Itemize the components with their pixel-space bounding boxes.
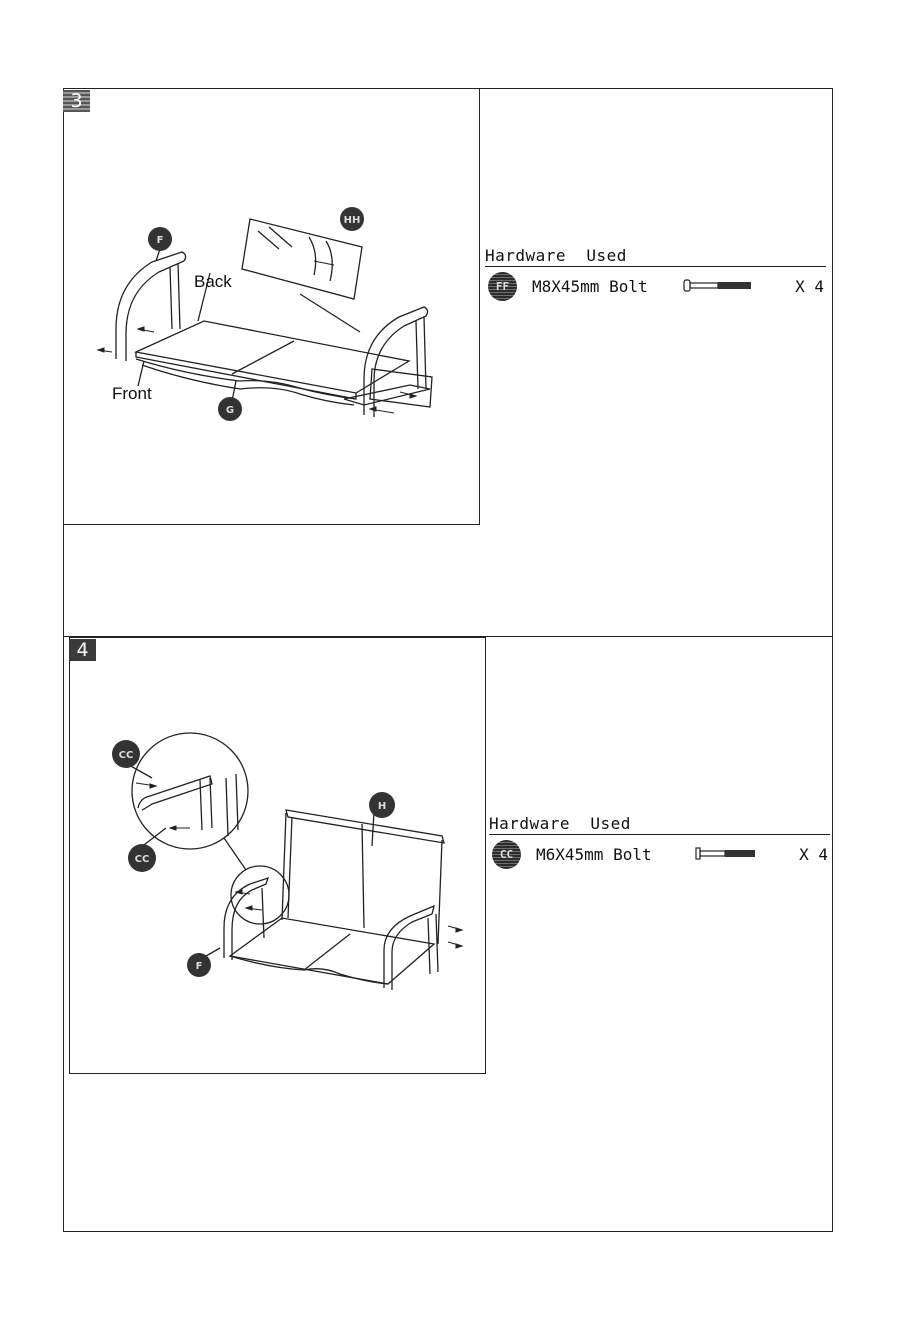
- svg-text:F: F: [157, 235, 164, 246]
- hardware-cc-icon: CC: [492, 840, 521, 869]
- hardware-ff-icon: FF: [488, 272, 517, 301]
- step-4-number: 4: [69, 639, 96, 661]
- callout-cc-top: CC: [112, 740, 140, 768]
- step-4-assembly-drawing: CC CC H F: [70, 638, 487, 1075]
- step-3-number: 3: [63, 90, 90, 112]
- callout-h: H: [369, 792, 395, 818]
- callout-f: F: [148, 227, 172, 251]
- svg-text:H: H: [378, 801, 386, 812]
- svg-text:G: G: [226, 405, 234, 416]
- callout-f: F: [187, 953, 211, 977]
- bolt-icon: [695, 847, 757, 861]
- step-4-diagram: CC CC H F: [69, 637, 486, 1074]
- back-label: Back: [194, 272, 232, 291]
- hardware-used-title: Hardware Used: [489, 814, 830, 835]
- step-3-assembly-drawing: Back Front F HH G: [64, 89, 481, 526]
- callout-hh: HH: [340, 207, 364, 231]
- callout-cc-bottom: CC: [128, 844, 156, 872]
- hardware-item-row: CC M6X45mm Bolt X 4: [489, 839, 830, 871]
- step-3-diagram: Back Front F HH G: [63, 88, 480, 525]
- step-3-hardware: Hardware Used FF M8X45mm Bolt X 4: [485, 246, 826, 303]
- callout-g: G: [218, 397, 242, 421]
- svg-text:CC: CC: [119, 750, 134, 761]
- hardware-name: M6X45mm Bolt: [536, 845, 652, 864]
- hardware-used-title: Hardware Used: [485, 246, 826, 267]
- hardware-qty: X 4: [795, 277, 824, 296]
- step-4-hardware: Hardware Used CC M6X45mm Bolt X 4: [489, 814, 830, 871]
- hardware-name: M8X45mm Bolt: [532, 277, 648, 296]
- svg-text:F: F: [196, 961, 203, 972]
- hardware-qty: X 4: [799, 845, 828, 864]
- bolt-icon: [683, 279, 753, 293]
- front-label: Front: [112, 384, 152, 403]
- svg-text:CC: CC: [135, 854, 150, 865]
- svg-text:HH: HH: [344, 215, 361, 226]
- hardware-item-row: FF M8X45mm Bolt X 4: [485, 271, 826, 303]
